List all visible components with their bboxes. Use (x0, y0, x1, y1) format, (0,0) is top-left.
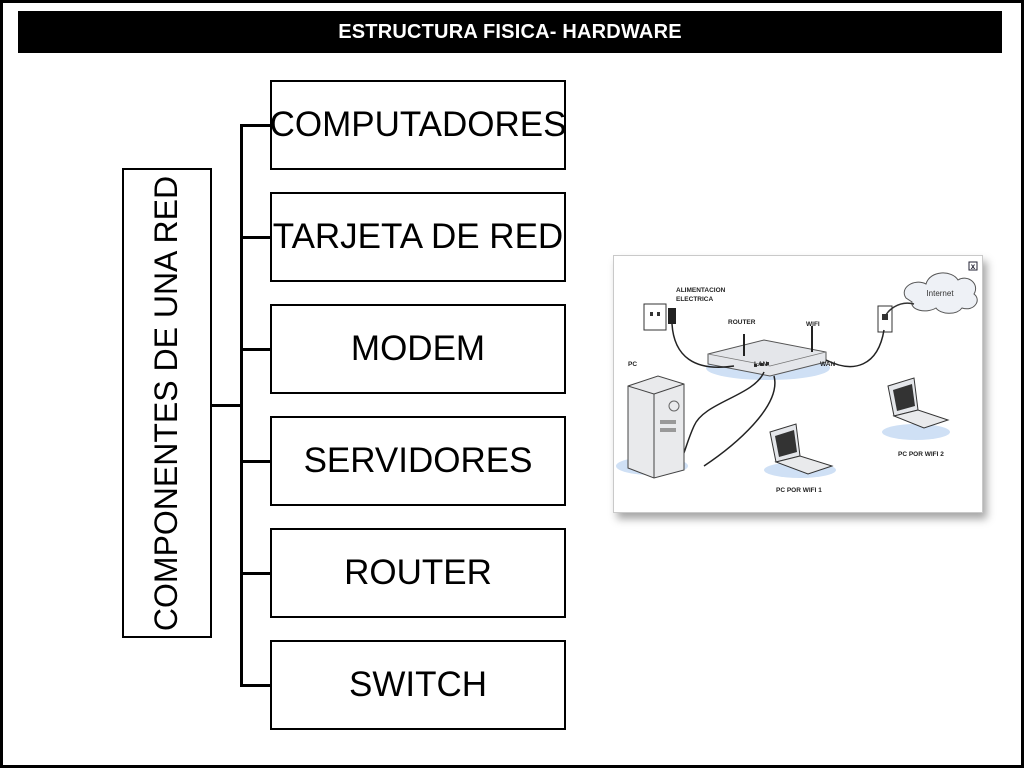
root-connector (212, 404, 242, 407)
component-box: TARJETA DE RED (270, 192, 566, 282)
component-box: SERVIDORES (270, 416, 566, 506)
component-box: SWITCH (270, 640, 566, 730)
wifi-pc-1-label: PC POR WIFI 1 (776, 487, 822, 494)
laptop-2-icon (882, 377, 950, 440)
laptop-1-icon (764, 423, 836, 478)
network-diagram-svg: x Internet ALIMENTACION ELECTRICA (616, 261, 978, 494)
root-node-label: COMPONENTES DE UNA RED (148, 175, 185, 631)
component-label: SERVIDORES (303, 441, 533, 480)
component-label: TARJETA DE RED (272, 217, 564, 256)
power-outlet-icon (643, 303, 676, 331)
slide-title: ESTRUCTURA FISICA- HARDWARE (338, 20, 682, 43)
close-icon: x (968, 261, 978, 271)
branch-connector-2 (240, 236, 270, 239)
power-label-2: ELECTRICA (676, 296, 714, 303)
close-icon-glyph: x (971, 262, 976, 271)
component-label: COMPUTADORES (269, 105, 567, 144)
internet-label: Internet (926, 289, 954, 298)
vertical-spine (240, 124, 243, 686)
network-diagram-image: x Internet ALIMENTACION ELECTRICA (613, 255, 983, 513)
router-label: ROUTER (728, 319, 756, 326)
wifi-pc-2-label: PC POR WIFI 2 (898, 451, 944, 458)
component-label: ROUTER (344, 553, 492, 592)
branch-connector-1 (240, 124, 270, 127)
component-box: ROUTER (270, 528, 566, 618)
branch-connector-5 (240, 572, 270, 575)
power-label: ALIMENTACION (676, 287, 726, 294)
lan-label: LAN (754, 361, 768, 368)
component-box: COMPUTADORES (270, 80, 566, 170)
wifi-label: WIFI (806, 321, 820, 328)
internet-cloud-icon: Internet (903, 272, 978, 314)
pc-tower-icon (616, 375, 688, 479)
router-icon (706, 326, 830, 380)
pc-label: PC (628, 361, 637, 368)
root-node-box: COMPONENTES DE UNA RED (122, 168, 212, 638)
component-box: MODEM (270, 304, 566, 394)
branch-connector-6 (240, 684, 270, 687)
branch-connector-4 (240, 460, 270, 463)
wan-label: WAN (820, 361, 835, 368)
title-bar: ESTRUCTURA FISICA- HARDWARE (18, 11, 1002, 53)
component-label: MODEM (350, 329, 486, 368)
branch-connector-3 (240, 348, 270, 351)
component-label: SWITCH (348, 665, 488, 704)
